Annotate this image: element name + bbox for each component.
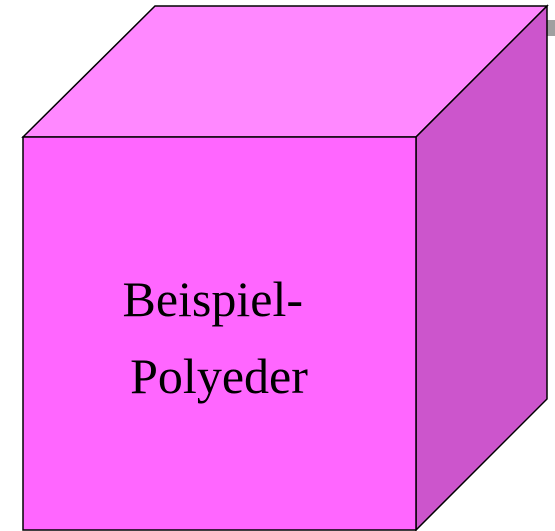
cube-front-face: [22, 136, 417, 531]
cube-label: Beispiel- Polyeder: [122, 271, 315, 404]
cube-label-line-1: Beispiel-: [122, 271, 303, 327]
cube-label-line-2: Polyeder: [130, 348, 308, 404]
